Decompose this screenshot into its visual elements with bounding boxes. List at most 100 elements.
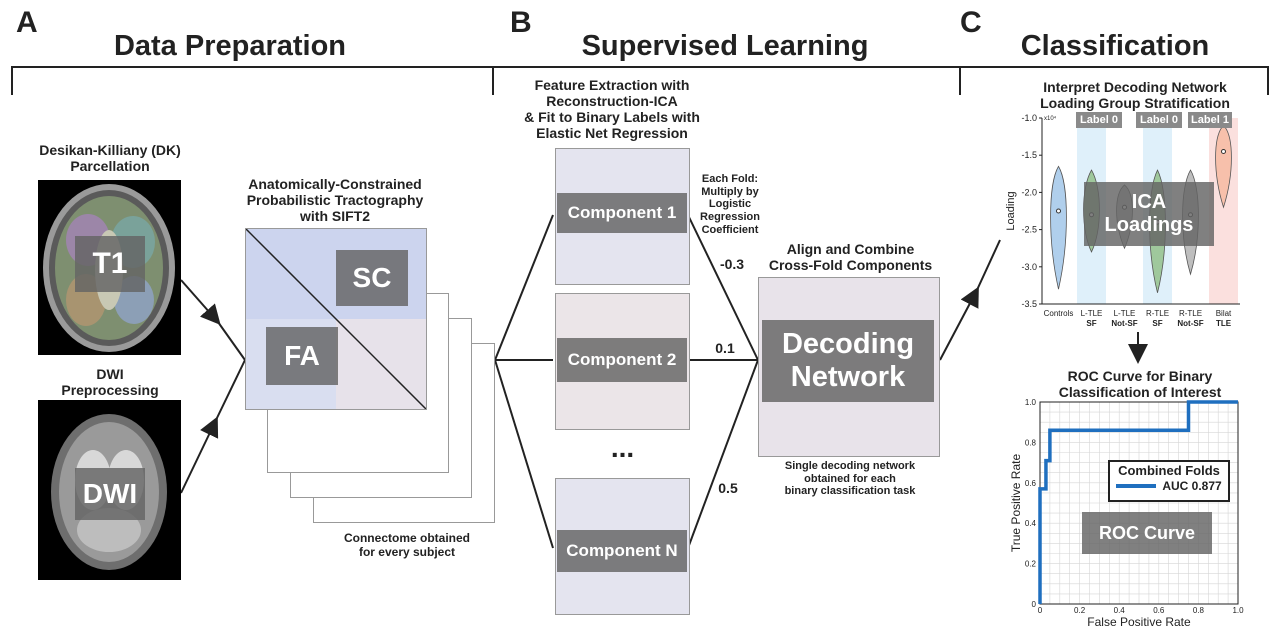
single-note-line-1: Single decoding network bbox=[784, 460, 916, 472]
violin-x-sublabel: SF bbox=[1152, 319, 1162, 328]
dwi-label-line-1: DWI bbox=[96, 366, 124, 382]
single-note-line-2: obtained for each bbox=[804, 472, 896, 485]
tractography-line-1: Anatomically-Constrained bbox=[248, 176, 422, 192]
header-bracket bbox=[11, 66, 1269, 95]
roc-title-line-1: ROC Curve for Binary bbox=[1067, 368, 1213, 384]
roc-y-tick-label: 1.0 bbox=[1025, 398, 1037, 407]
fan-line-component-1 bbox=[494, 214, 554, 361]
violin-shape bbox=[1215, 124, 1232, 209]
fold-note: Each Fold: Multiply by Logistic Regressi… bbox=[690, 173, 770, 236]
decoding-line-1: Decoding bbox=[781, 327, 915, 360]
arrow-network-to-loadings bbox=[939, 286, 979, 361]
violin-y-tick-label: -3.5 bbox=[1021, 299, 1037, 309]
section-title-classification: Classification bbox=[1020, 30, 1210, 62]
violin-y-label: Loading bbox=[1005, 191, 1017, 230]
fold-note-line-2: Multiply by bbox=[701, 185, 759, 198]
roc-title: ROC Curve for Binary Classification of I… bbox=[1030, 368, 1250, 400]
connectome-note-line-2: for every subject bbox=[358, 544, 456, 559]
dwi-tag: DWI bbox=[75, 468, 145, 520]
roc-x-tick-label: 1.0 bbox=[1232, 606, 1244, 615]
sc-tag: SC bbox=[336, 250, 408, 306]
violin-median bbox=[1056, 208, 1061, 214]
panel-letter-c: C bbox=[960, 6, 982, 39]
coefficient-n: 0.5 bbox=[718, 480, 738, 496]
dk-parcellation-label: Desikan-Killiany (DK) Parcellation bbox=[20, 142, 200, 174]
violin-x-sublabel: Not-SF bbox=[1111, 319, 1137, 328]
align-combine-label: Align and Combine Cross-Fold Components bbox=[758, 241, 943, 273]
violin-x-label: R-TLE bbox=[1146, 309, 1169, 318]
fold-note-line-3: Logistic bbox=[708, 198, 752, 211]
fe-line-1: Feature Extraction with bbox=[534, 77, 690, 93]
interpret-line-1: Interpret Decoding Network bbox=[1043, 79, 1227, 95]
component-1-label: Component 1 bbox=[557, 193, 687, 233]
violin-shape bbox=[1050, 165, 1067, 290]
fold-note-line-4: Regression bbox=[700, 210, 760, 223]
violin-x-label: L-TLE bbox=[1114, 309, 1136, 318]
fe-line-3: & Fit to Binary Labels with bbox=[524, 109, 700, 126]
violin-y-tick-label: -3.0 bbox=[1021, 262, 1037, 272]
align-line-2: Cross-Fold Components bbox=[768, 257, 933, 274]
violin-x-label: L-TLE bbox=[1081, 309, 1103, 318]
tractography-line-2: Probabilistic Tractography bbox=[246, 192, 424, 209]
legend-title: Combined Folds bbox=[1118, 463, 1220, 478]
panel-letter-b: B bbox=[510, 6, 532, 39]
arrow-segment-dwi bbox=[215, 359, 246, 421]
arrow-segment-loadings bbox=[976, 239, 1001, 291]
roc-x-tick-label: 0 bbox=[1038, 606, 1043, 615]
component-n-label: Component N bbox=[557, 530, 687, 572]
violin-x-label: Controls bbox=[1044, 309, 1074, 318]
decoding-line-2: Network bbox=[790, 361, 906, 393]
label-tag-2: Label 0 bbox=[1136, 112, 1182, 128]
violin-y-tick-label: -2.0 bbox=[1021, 187, 1037, 197]
dwi-preprocessing-label: DWI Preprocessing bbox=[40, 366, 180, 398]
roc-y-tick-label: 0.8 bbox=[1025, 438, 1037, 447]
roc-legend: Combined Folds AUC 0.877 bbox=[1108, 460, 1230, 502]
roc-x-tick-label: 0.6 bbox=[1153, 606, 1165, 615]
legend-entry: AUC 0.877 bbox=[1110, 479, 1228, 493]
legend-swatch bbox=[1116, 483, 1157, 488]
violin-x-sublabel: TLE bbox=[1216, 319, 1232, 328]
violin-x-sublabel: Not-SF bbox=[1177, 319, 1203, 328]
arrow-t1-to-connectome bbox=[180, 279, 221, 326]
t1-tag: T1 bbox=[75, 236, 145, 292]
violin-scale-label: x10⁴ bbox=[1044, 115, 1057, 122]
roc-y-tick-label: 0 bbox=[1032, 600, 1037, 609]
roc-y-tick-label: 0.2 bbox=[1025, 560, 1037, 569]
ica-overlay-line-2: Loadings bbox=[1104, 214, 1194, 236]
interpret-line-2: Loading Group Stratification bbox=[1040, 95, 1230, 112]
roc-x-label: False Positive Rate bbox=[1087, 615, 1191, 629]
roc-x-tick-label: 0.8 bbox=[1193, 606, 1205, 615]
coefficient-2: 0.1 bbox=[715, 340, 735, 356]
violin-y-tick-label: -1.0 bbox=[1021, 113, 1037, 123]
violin-x-label: Bilat bbox=[1216, 309, 1232, 318]
single-network-note: Single decoding network obtained for eac… bbox=[760, 460, 940, 498]
roc-x-tick-label: 0.4 bbox=[1114, 606, 1126, 615]
ica-overlay-line-1: ICA bbox=[1131, 191, 1167, 213]
roc-y-tick-label: 0.4 bbox=[1025, 519, 1037, 528]
arrow-dwi-to-connectome bbox=[180, 416, 219, 494]
label-tag-3: Label 1 bbox=[1188, 112, 1232, 128]
decoding-network-label: Decoding Network bbox=[762, 320, 934, 402]
interpret-label: Interpret Decoding Network Loading Group… bbox=[1020, 79, 1250, 111]
tractography-line-3: with SIFT2 bbox=[300, 208, 370, 225]
violin-x-label: R-TLE bbox=[1179, 309, 1202, 318]
roc-curve-overlay: ROC Curve bbox=[1082, 512, 1212, 554]
section-title-supervised-learning: Supervised Learning bbox=[581, 30, 869, 62]
roc-title-line-2: Classification of Interest bbox=[1058, 384, 1222, 401]
roc-curve-line bbox=[1038, 400, 1238, 604]
panel-letter-a: A bbox=[16, 6, 38, 39]
merge-line-component-n bbox=[687, 359, 759, 549]
fe-line-2: Reconstruction-ICA bbox=[546, 93, 678, 110]
violin-y-tick-label: -1.5 bbox=[1021, 150, 1037, 160]
fa-tag: FA bbox=[266, 327, 338, 385]
section-title-data-preparation: Data Preparation bbox=[113, 30, 347, 62]
dwi-label-line-2: Preprocessing bbox=[61, 382, 159, 399]
tractography-label: Anatomically-Constrained Probabilistic T… bbox=[230, 176, 440, 224]
connectome-note: Connectome obtained for every subject bbox=[322, 531, 492, 560]
arrow-segment-t1 bbox=[217, 321, 246, 361]
align-line-1: Align and Combine bbox=[786, 241, 915, 257]
roc-x-tick-label: 0.2 bbox=[1074, 606, 1086, 615]
single-note-line-3: binary classification task bbox=[784, 485, 916, 498]
feature-extraction-label: Feature Extraction with Reconstruction-I… bbox=[512, 77, 712, 141]
